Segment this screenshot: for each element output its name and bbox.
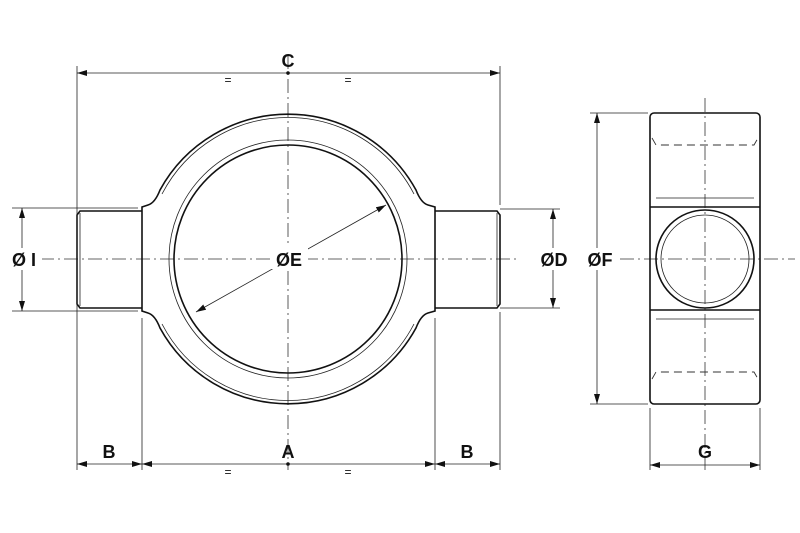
front-view: C = = B A B = = Ø I ØE ØD [8,51,574,479]
trunnion-end-circle [655,209,755,309]
bore-circle [173,144,403,374]
label-diameter-f: ØF [588,250,613,270]
equal-sign: = [224,73,231,87]
ring-body-outline [141,113,436,405]
equal-sign: = [344,73,351,87]
label-a: A [282,442,295,462]
equal-sign: = [224,465,231,479]
ring-outer-edge [161,117,415,401]
label-g: G [698,442,712,462]
label-b-right: B [461,442,474,462]
left-trunnion [76,210,142,309]
equal-sign: = [344,465,351,479]
label-c: C [282,51,295,71]
label-diameter-e: ØE [276,250,302,270]
label-diameter-d: ØD [541,250,568,270]
label-diameter-i: Ø I [12,250,36,270]
bore-chamfer-circle [168,139,408,379]
right-trunnion [435,210,501,309]
side-body-outline [649,112,761,405]
label-b-left: B [103,442,116,462]
side-view: ØF G [578,98,795,470]
